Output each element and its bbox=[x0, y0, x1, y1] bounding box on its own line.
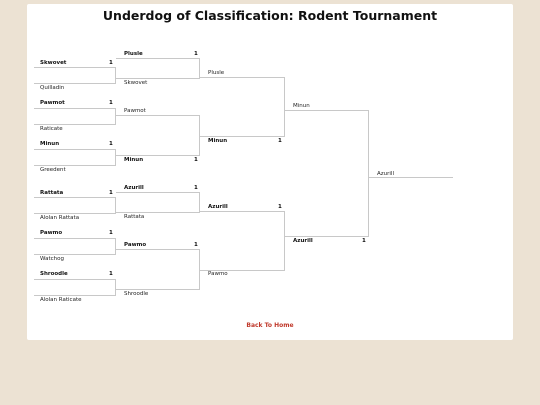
r3-m1-top-name: Plusle bbox=[208, 70, 225, 76]
r2-m4-top-line bbox=[116, 249, 199, 250]
r1-m5-connector bbox=[115, 238, 116, 254]
r2-m2-top-name: Pawmot bbox=[124, 108, 146, 114]
r3-m1-bottom-line bbox=[200, 136, 285, 137]
r1-m2-bottom-name: Raticate bbox=[40, 126, 63, 132]
r1-m4-bottom-line bbox=[34, 213, 116, 214]
r2-m3-top-line bbox=[116, 192, 199, 193]
r2-m4-connector bbox=[199, 249, 200, 289]
r1-m2-connector bbox=[115, 108, 116, 124]
r1-m1-top-line bbox=[34, 67, 115, 68]
r2-m4-top-name: Pawmo bbox=[124, 242, 147, 248]
r1-m5-top-name: Pawmo bbox=[40, 230, 63, 236]
r3-m2-connector bbox=[284, 211, 285, 270]
r2-m3-bottom-line bbox=[116, 212, 200, 213]
r1-m3-bottom-line bbox=[34, 165, 116, 166]
back-to-home-link[interactable]: Back To Home bbox=[246, 322, 294, 329]
r1-m5-bottom-line bbox=[34, 254, 116, 255]
r2-m4-bottom-line bbox=[116, 289, 200, 290]
r2-m1-bottom-name: Skwovet bbox=[124, 80, 148, 86]
champion-line bbox=[369, 177, 453, 178]
r2-m2-connector bbox=[199, 115, 200, 155]
r3-m1-bottom-score: 1 bbox=[278, 138, 282, 144]
r4-connector bbox=[368, 110, 369, 236]
r3-m1-connector bbox=[284, 77, 285, 136]
r1-m2-top-score: 1 bbox=[109, 100, 113, 106]
r2-m1-top-line bbox=[116, 58, 199, 59]
r1-m6-top-name: Shroodle bbox=[40, 271, 68, 277]
r2-m1-connector bbox=[199, 58, 200, 78]
r1-m4-bottom-name: Alolan Rattata bbox=[40, 215, 80, 221]
r2-m3-connector bbox=[199, 192, 200, 212]
r2-m1-bottom-line bbox=[116, 78, 200, 79]
r1-m2-top-line bbox=[34, 108, 115, 109]
r1-m4-connector bbox=[115, 197, 116, 213]
bracket-panel bbox=[27, 4, 513, 340]
r1-m4-top-score: 1 bbox=[109, 190, 113, 196]
r2-m4-top-score: 1 bbox=[194, 242, 198, 248]
r3-m1-bottom-name: Minun bbox=[208, 138, 228, 144]
r1-m3-top-name: Minun bbox=[40, 141, 60, 147]
r4-bottom-name: Azurill bbox=[293, 238, 313, 244]
r1-m4-top-line bbox=[34, 197, 115, 198]
r2-m1-top-score: 1 bbox=[194, 51, 198, 57]
r1-m5-bottom-name: Watchog bbox=[40, 256, 64, 262]
r1-m1-connector bbox=[115, 67, 116, 83]
r1-m1-bottom-name: Quilladin bbox=[40, 85, 65, 91]
champion-name: Azurill bbox=[377, 171, 394, 177]
r4-top-name: Minun bbox=[293, 103, 310, 109]
r3-m2-top-line bbox=[200, 211, 284, 212]
r2-m2-bottom-line bbox=[116, 155, 200, 156]
r1-m5-top-line bbox=[34, 238, 115, 239]
r1-m3-top-line bbox=[34, 149, 115, 150]
r2-m2-bottom-name: Minun bbox=[124, 157, 144, 163]
r3-m2-bottom-line bbox=[200, 270, 285, 271]
r4-bottom-score: 1 bbox=[362, 238, 366, 244]
r1-m1-top-score: 1 bbox=[109, 60, 113, 66]
r2-m4-bottom-name: Shroodle bbox=[124, 291, 149, 297]
r4-top-line bbox=[285, 110, 368, 111]
page-title: Underdog of Classification: Rodent Tourn… bbox=[102, 8, 438, 23]
r2-m1-top-name: Plusle bbox=[124, 51, 143, 57]
r4-bottom-line bbox=[285, 236, 369, 237]
r2-m3-top-score: 1 bbox=[194, 185, 198, 191]
r3-m2-top-name: Azurill bbox=[208, 204, 228, 210]
r1-m6-bottom-line bbox=[34, 295, 116, 296]
r1-m6-bottom-name: Alolan Raticate bbox=[40, 297, 82, 303]
r1-m1-bottom-line bbox=[34, 83, 116, 84]
r2-m3-top-name: Azurill bbox=[124, 185, 144, 191]
r1-m2-bottom-line bbox=[34, 124, 116, 125]
r1-m6-top-score: 1 bbox=[109, 271, 113, 277]
r2-m2-top-line bbox=[116, 115, 199, 116]
r3-m2-top-score: 1 bbox=[278, 204, 282, 210]
r2-m3-bottom-name: Rattata bbox=[124, 214, 145, 220]
r1-m3-top-score: 1 bbox=[109, 141, 113, 147]
r3-m1-top-line bbox=[200, 77, 284, 78]
r1-m3-bottom-name: Greedent bbox=[40, 167, 66, 173]
r2-m2-bottom-score: 1 bbox=[194, 157, 198, 163]
r3-m2-bottom-name: Pawmo bbox=[208, 271, 228, 277]
r1-m2-top-name: Pawmot bbox=[40, 100, 65, 106]
r1-m6-top-line bbox=[34, 279, 115, 280]
r1-m6-connector bbox=[115, 279, 116, 295]
r1-m1-top-name: Skwovet bbox=[40, 60, 67, 66]
r1-m4-top-name: Rattata bbox=[40, 190, 64, 196]
r1-m5-top-score: 1 bbox=[109, 230, 113, 236]
r1-m3-connector bbox=[115, 149, 116, 165]
